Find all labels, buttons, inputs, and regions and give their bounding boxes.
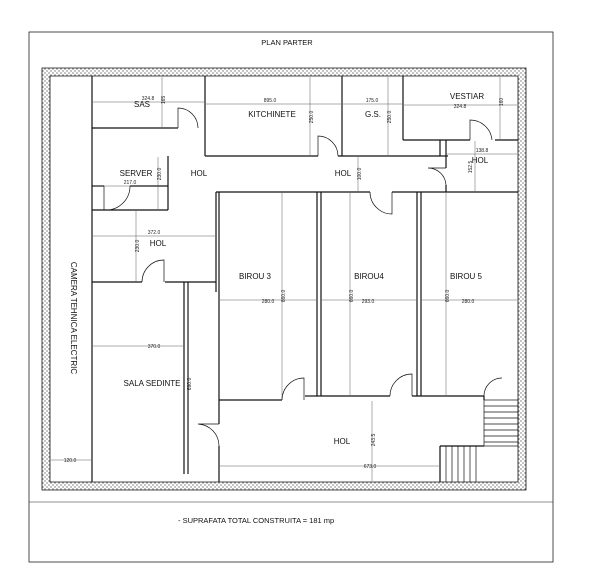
room-label-vestiar: VESTIAR	[450, 92, 484, 101]
dim-gs-height: 250.0	[387, 111, 393, 124]
dim-sas-width: 324.8	[142, 96, 155, 102]
dim-server-height: 230.0	[157, 168, 163, 181]
room-label-birou-3: BIROU 3	[239, 272, 272, 281]
dim-birou-3-height: 660.0	[281, 290, 287, 303]
dim-birou-5-height: 660.0	[445, 290, 451, 303]
dim-sas-height: 165	[161, 96, 167, 105]
sheet-frame	[28, 31, 554, 563]
room-label-birou-5: BIROU 5	[450, 272, 483, 281]
dim-hol-bottom-width: 673.0	[364, 464, 377, 470]
dim-hol-left-height: 230.0	[135, 240, 141, 253]
dim-birou-3-width: 280.0	[262, 299, 275, 305]
room-label-camera-tehnica: CAMERA TEHNICA ELECTRIC	[69, 262, 78, 375]
dim-hol-right-height: 152.5	[468, 161, 474, 174]
total-area-note: - SUPRAFATA TOTAL CONSTRUITA = 181 mp	[178, 516, 334, 525]
dim-birou-5-width: 280.0	[462, 299, 475, 305]
staircase	[445, 399, 519, 482]
plan-title: PLAN PARTER	[261, 38, 313, 47]
exterior-wall	[41, 67, 527, 491]
dim-gs-width: 175.0	[366, 98, 379, 104]
doors	[103, 107, 503, 447]
dim-hol-left-width: 372.0	[148, 230, 161, 236]
dim-birou-4-height: 660.0	[349, 290, 355, 303]
dim-vestiar-height: 160	[499, 98, 505, 107]
dim-sala-width: 370.0	[148, 344, 161, 350]
dim-vestiar-width: 324.8	[454, 104, 467, 110]
dim-kitchinete-width: 895.0	[264, 98, 277, 104]
dim-camera-width: 120.0	[64, 458, 77, 464]
room-label-gs: G.S.	[365, 110, 381, 119]
room-label-hol-bottom: HOL	[334, 437, 351, 446]
room-label-hol-right: HOL	[472, 156, 489, 165]
dim-hol-bottom-height: 243.5	[371, 434, 377, 447]
room-label-kitchinete: KITCHINETE	[248, 110, 296, 119]
dimension-lines	[51, 77, 517, 481]
room-label-server: SERVER	[120, 169, 153, 178]
room-label-hol-center: HOL	[335, 169, 352, 178]
room-label-hol-main: HOL	[191, 169, 208, 178]
room-label-hol-left: HOL	[150, 239, 167, 248]
dim-kitchinete-height: 250.0	[309, 111, 315, 124]
dim-birou-4-width: 293.0	[362, 299, 375, 305]
interior-walls	[91, 76, 518, 482]
dim-hol-right-width: 138.8	[476, 148, 489, 154]
dim-sala-height: 690.0	[187, 378, 193, 391]
room-label-sas: SAS	[134, 100, 150, 109]
room-label-birou-4: BIROU4	[354, 272, 384, 281]
dim-server-width: 217.0	[124, 180, 137, 186]
room-label-sala-sedinte: SALA SEDINTE	[124, 379, 181, 388]
dim-hol-center: 100.0	[357, 168, 363, 181]
